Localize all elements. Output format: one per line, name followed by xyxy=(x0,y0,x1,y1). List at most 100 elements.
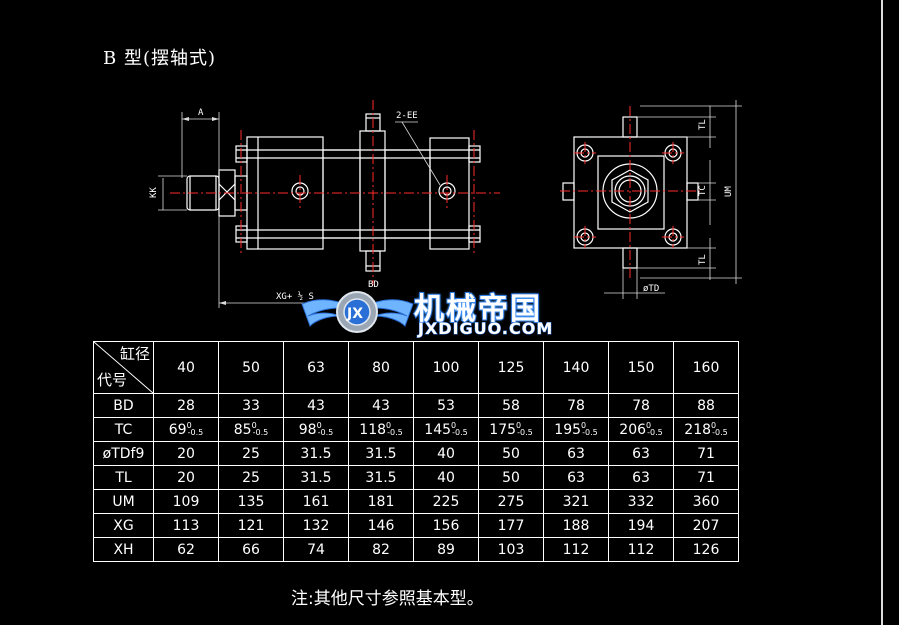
table-cell: 1750-0.5 xyxy=(478,417,544,442)
table-cell: 63 xyxy=(608,441,674,466)
table-cell: 63 xyxy=(543,465,609,490)
watermark-logo-icon: JX xyxy=(301,291,414,333)
bore-header: 40 xyxy=(153,341,219,394)
drawing-frame-border xyxy=(881,0,883,625)
table-cell: 63 xyxy=(608,465,674,490)
row-code: øTDf9 xyxy=(93,441,154,466)
watermark-chinese: 机械帝国 xyxy=(413,291,542,328)
bore-header: 140 xyxy=(543,341,609,394)
table-cell: 126 xyxy=(673,537,739,562)
table-row: BD 28 33 43 43 53 58 78 78 88 xyxy=(93,393,739,418)
table-cell: 2180-0.5 xyxy=(673,417,739,442)
table-cell: 113 xyxy=(153,513,219,538)
label-td: øTD xyxy=(643,284,659,294)
table-cell: 1950-0.5 xyxy=(543,417,609,442)
table-cell: 132 xyxy=(283,513,349,538)
end-boss xyxy=(597,155,665,230)
row-code: XG xyxy=(93,513,154,538)
table-cell: 50 xyxy=(478,441,544,466)
table-cell: 161 xyxy=(283,489,349,514)
table-cell: 58 xyxy=(478,393,544,418)
table-cell: 112 xyxy=(608,537,674,562)
label-tl-bottom: TL xyxy=(698,254,708,265)
table-cell: 225 xyxy=(413,489,479,514)
table-cell: 2060-0.5 xyxy=(608,417,674,442)
spec-table: 缸径 代号 40 50 63 80 100 125 140 150 160 BD… xyxy=(93,341,739,562)
watermark-english: JXDIGUO.COM xyxy=(417,319,554,339)
table-cell: 1180-0.5 xyxy=(348,417,414,442)
table-cell: 321 xyxy=(543,489,609,514)
label-xg: XG+ ½ S xyxy=(276,291,314,302)
table-cell: 275 xyxy=(478,489,544,514)
bore-header: 125 xyxy=(478,341,544,394)
table-cell: 78 xyxy=(608,393,674,418)
table-header-row: 缸径 代号 40 50 63 80 100 125 140 150 160 xyxy=(93,341,739,394)
row-code: UM xyxy=(93,489,154,514)
table-row: XH 62 66 74 82 89 103 112 112 126 xyxy=(93,537,739,562)
table-cell: 20 xyxy=(153,465,219,490)
corner-bore-label: 缸径 xyxy=(119,345,150,363)
bore-header: 100 xyxy=(413,341,479,394)
table-cell: 89 xyxy=(413,537,479,562)
end-nut xyxy=(611,169,649,213)
table-cell: 156 xyxy=(413,513,479,538)
corner-code-label: 代号 xyxy=(97,371,128,389)
label-tl-top: TL xyxy=(698,119,708,130)
label-kk: KK xyxy=(149,187,159,198)
table-cell: 28 xyxy=(153,393,219,418)
table-cell: 135 xyxy=(218,489,284,514)
table-cell: 50 xyxy=(478,465,544,490)
table-cell: 31.5 xyxy=(283,441,349,466)
table-cell: 980-0.5 xyxy=(283,417,349,442)
table-cell: 188 xyxy=(543,513,609,538)
footnote: 注:其他尺寸参照基本型。 xyxy=(291,589,484,609)
table-cell: 112 xyxy=(543,537,609,562)
table-cell: 690-0.5 xyxy=(153,417,219,442)
table-corner-cell: 缸径 代号 xyxy=(93,341,154,394)
table-cell: 78 xyxy=(543,393,609,418)
table-cell: 194 xyxy=(608,513,674,538)
label-ee: 2-EE xyxy=(396,111,418,121)
table-cell: 103 xyxy=(478,537,544,562)
table-cell: 40 xyxy=(413,465,479,490)
table-cell: 109 xyxy=(153,489,219,514)
table-cell: 332 xyxy=(608,489,674,514)
table-row: UM 109 135 161 181 225 275 321 332 360 xyxy=(93,489,739,514)
table-cell: 850-0.5 xyxy=(218,417,284,442)
label-a: A xyxy=(198,108,204,118)
row-code: TC xyxy=(93,417,154,442)
label-um: UM xyxy=(724,186,734,197)
table-cell: 43 xyxy=(348,393,414,418)
table-cell: 40 xyxy=(413,441,479,466)
table-cell: 31.5 xyxy=(283,465,349,490)
table-cell: 74 xyxy=(283,537,349,562)
table-cell: 360 xyxy=(673,489,739,514)
bore-header: 150 xyxy=(608,341,674,394)
table-cell: 25 xyxy=(218,465,284,490)
table-cell: 62 xyxy=(153,537,219,562)
row-code: XH xyxy=(93,537,154,562)
label-bd: BD xyxy=(368,280,379,290)
cylinder-drawing: A 2-EE KK XG+ ½ S BD xyxy=(149,100,742,308)
table-cell: 53 xyxy=(413,393,479,418)
table-row: XG 113 121 132 146 156 177 188 194 207 xyxy=(93,513,739,538)
label-tc: TC xyxy=(698,185,708,196)
bore-header: 160 xyxy=(673,341,739,394)
table-cell: 88 xyxy=(673,393,739,418)
drawing-title: B 型(摆轴式) xyxy=(103,48,216,69)
bore-header: 80 xyxy=(348,341,414,394)
table-row: øTDf9 20 25 31.5 31.5 40 50 63 63 71 xyxy=(93,441,739,466)
table-cell: 121 xyxy=(218,513,284,538)
table-cell: 71 xyxy=(673,465,739,490)
table-cell: 31.5 xyxy=(348,465,414,490)
table-cell: 82 xyxy=(348,537,414,562)
table-cell: 43 xyxy=(283,393,349,418)
svg-text:JX: JX xyxy=(346,306,363,322)
table-cell: 33 xyxy=(218,393,284,418)
bore-header: 50 xyxy=(218,341,284,394)
table-cell: 1450-0.5 xyxy=(413,417,479,442)
row-code: TL xyxy=(93,465,154,490)
table-cell: 63 xyxy=(543,441,609,466)
table-row: TL 20 25 31.5 31.5 40 50 63 63 71 xyxy=(93,465,739,490)
bore-header: 63 xyxy=(283,341,349,394)
